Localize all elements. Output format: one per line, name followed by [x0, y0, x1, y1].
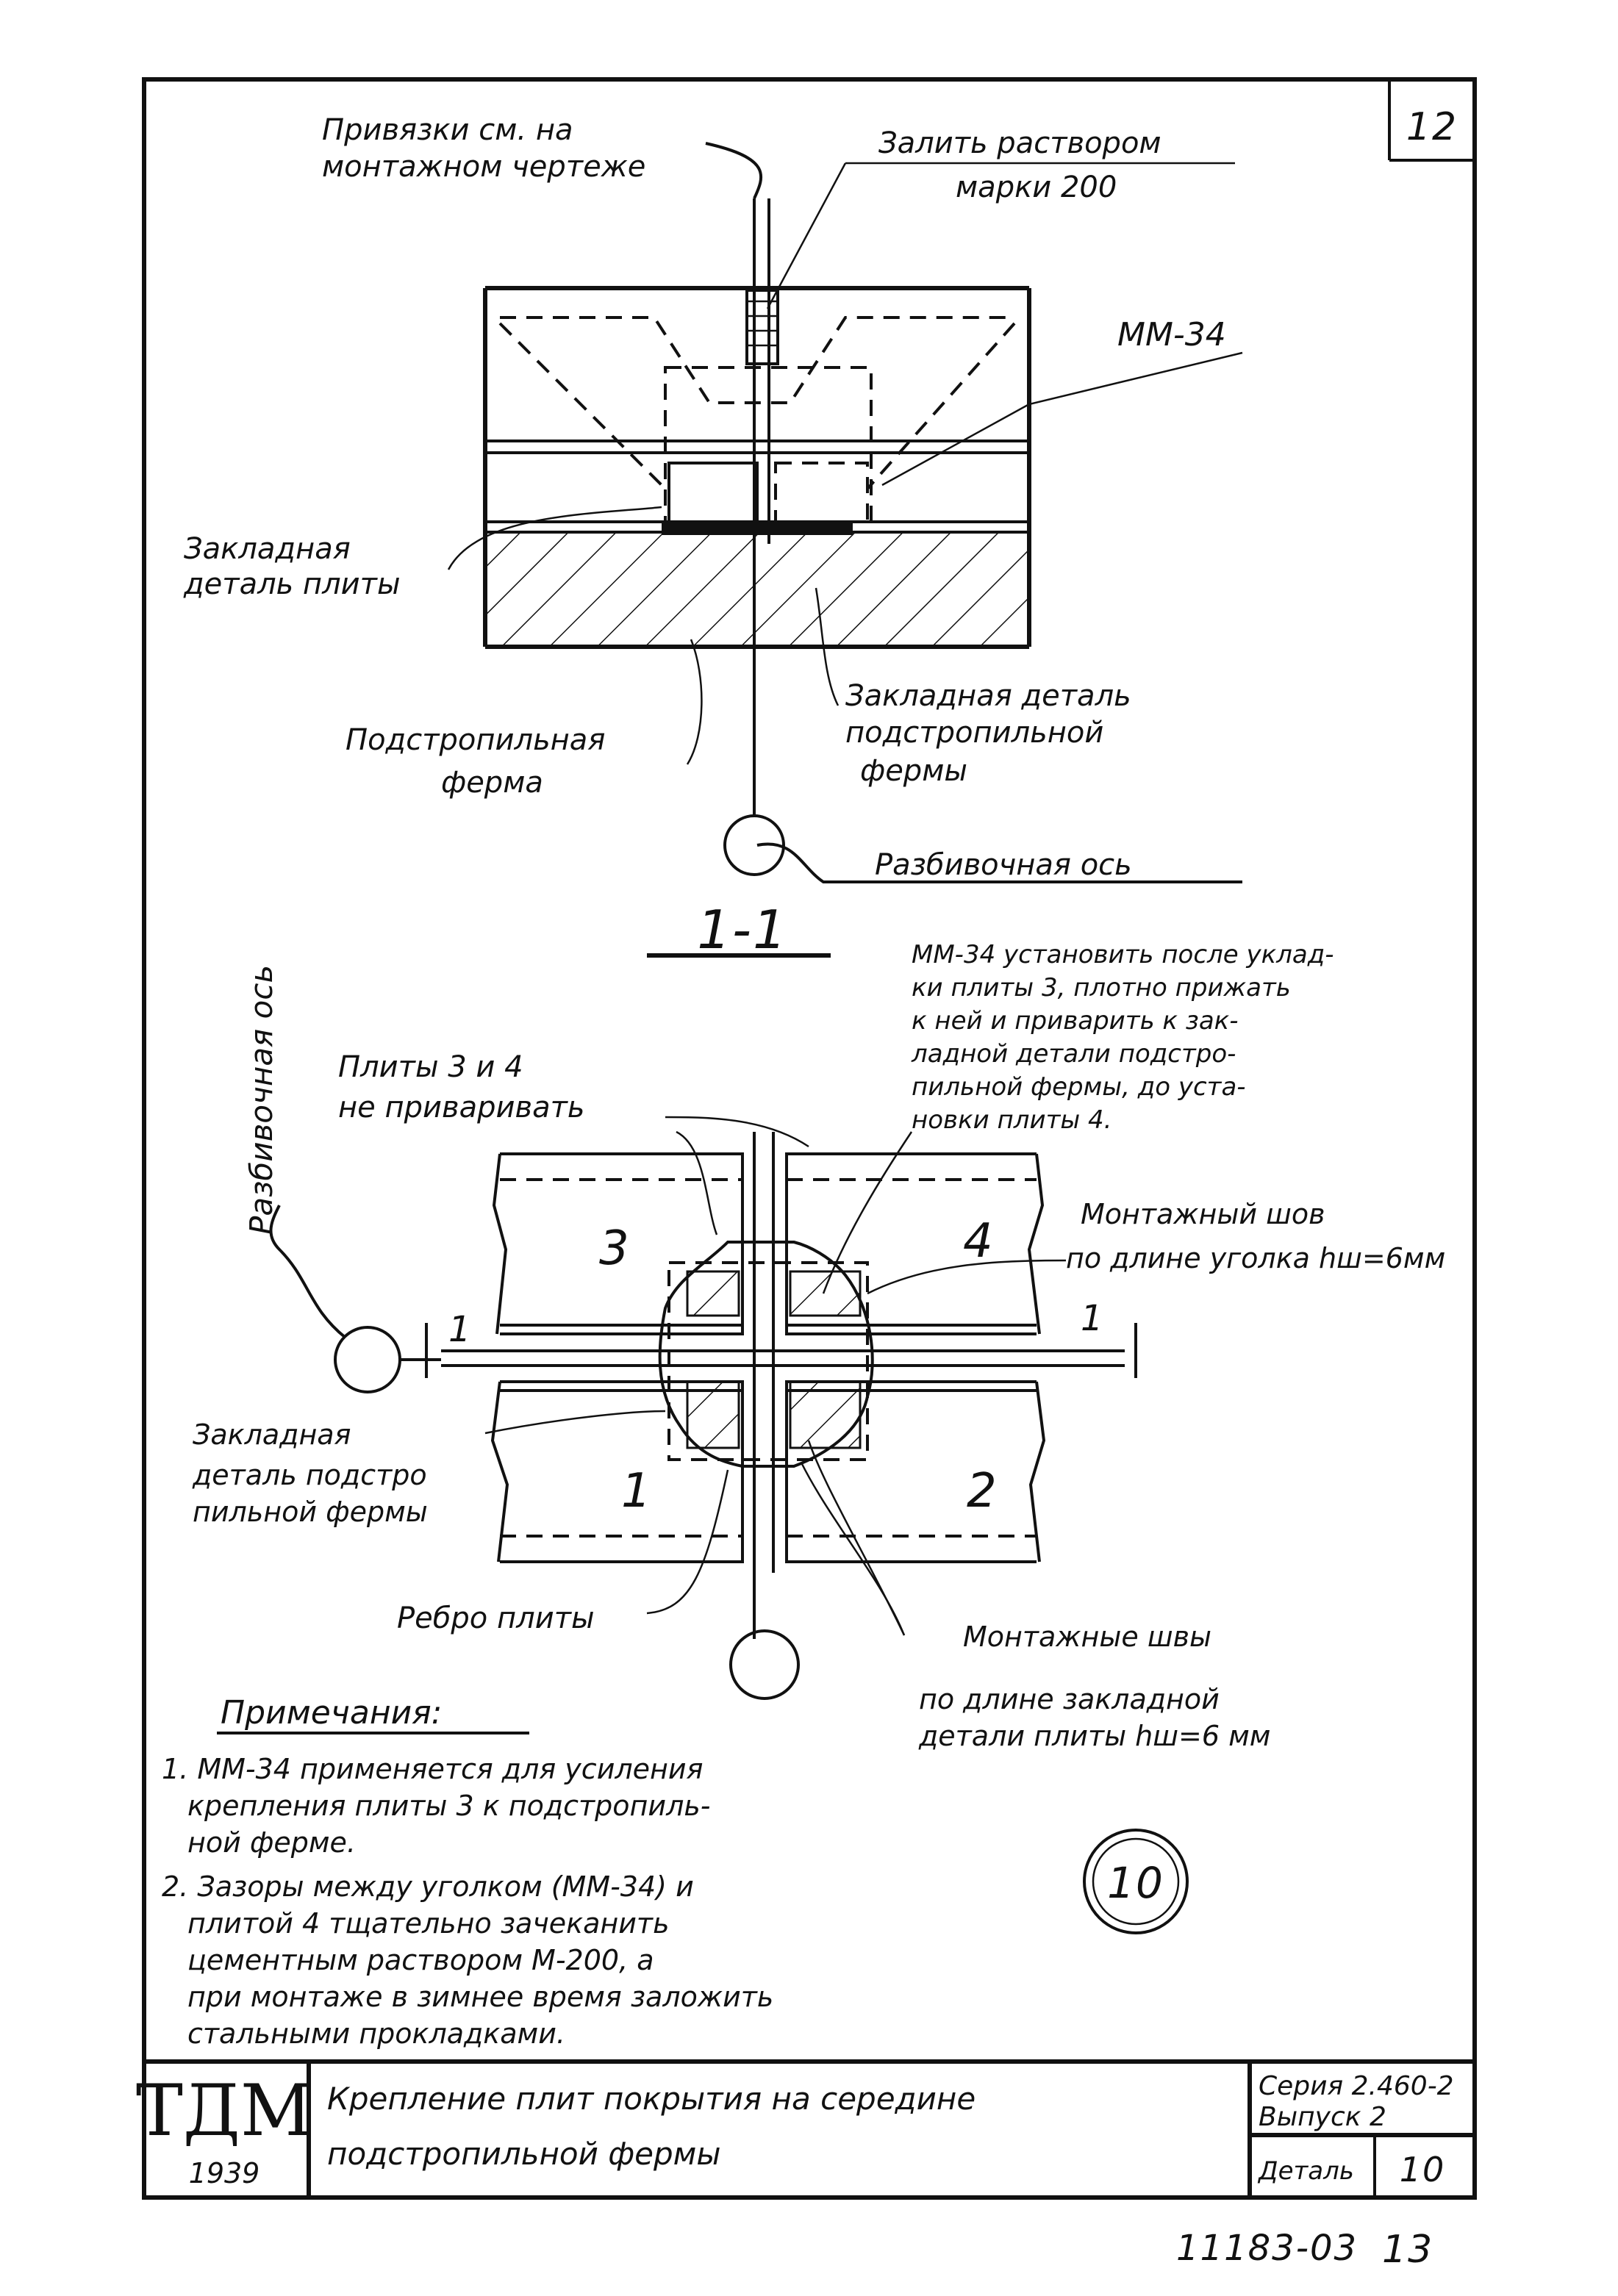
logo-tdm: ТДМ — [136, 2070, 312, 2152]
detail-circle-number: 10 — [1107, 1858, 1164, 1908]
title-detail-label: Деталь — [1257, 2156, 1354, 2186]
archive-page: 13 — [1382, 2228, 1433, 2272]
page-number-box: 12 — [1388, 79, 1475, 162]
archive-number: 11183-03 — [1176, 2228, 1358, 2269]
label-truss: Подстропильная ферма — [346, 723, 615, 800]
label-grout: Залить раствором марки 200 — [878, 126, 1170, 204]
plate-number-4: 4 — [963, 1214, 995, 1269]
label-embedded-truss: Закладная деталь подстропильной фермы — [845, 679, 1140, 788]
detail-circle: 10 — [1083, 1829, 1189, 1934]
label-embedded-plate: Закладная деталь плиты — [183, 532, 401, 601]
title-line-2: подстропильной фермы — [327, 2136, 721, 2172]
label-axis-vertical: Разбивочная ось — [243, 965, 279, 1235]
title-block — [144, 2059, 1475, 2198]
title-issue: Выпуск 2 — [1259, 2102, 1386, 2132]
label-rib: Ребро плиты — [397, 1601, 595, 1635]
label-axis-upper: Разбивочная ось — [875, 848, 1132, 882]
plate-number-1: 1 — [621, 1464, 653, 1518]
note-item-1: 1. ММ-34 применяется для усиления крепле… — [162, 1753, 720, 1859]
title-line-1: Крепление плит покрытия на середине — [327, 2081, 976, 2117]
label-embedded-truss-lower: Закладная деталь подстро пильной фермы — [192, 1418, 436, 1528]
section-title: 1-1 — [697, 899, 788, 961]
label-welds-plate: Монтажные швы по длине закладной детали … — [918, 1621, 1270, 1752]
note-item-2: 2. Зазоры между уголком (ММ-34) и плитой… — [162, 1870, 782, 2050]
title-detail-value: 10 — [1400, 2150, 1446, 2189]
label-bindings: Привязки см. на монтажном чертеже — [322, 113, 645, 184]
label-weld: Монтажный шов по длине уголка hш=6мм — [1066, 1198, 1445, 1274]
plan-view — [269, 1116, 1137, 1700]
label-plates-34: Плиты 3 и 4 не приваривать — [338, 1050, 584, 1124]
section-mark-left: 1 — [448, 1309, 473, 1350]
label-mm34-note: ММ-34 установить после уклад- ки плиты 3… — [911, 940, 1342, 1135]
section-mark-right: 1 — [1081, 1298, 1105, 1339]
label-mm34: ММ-34 — [1117, 316, 1226, 354]
title-series: Серия 2.460-2 — [1259, 2071, 1454, 2101]
plate-number-3: 3 — [599, 1221, 631, 1276]
page-number: 12 — [1406, 105, 1458, 149]
sheet-frame — [142, 77, 1477, 2200]
notes-title: Примечания: — [221, 1694, 443, 1732]
plate-number-2: 2 — [967, 1464, 998, 1518]
section-1-1 — [447, 142, 1243, 883]
title-year: 1939 — [189, 2157, 260, 2189]
